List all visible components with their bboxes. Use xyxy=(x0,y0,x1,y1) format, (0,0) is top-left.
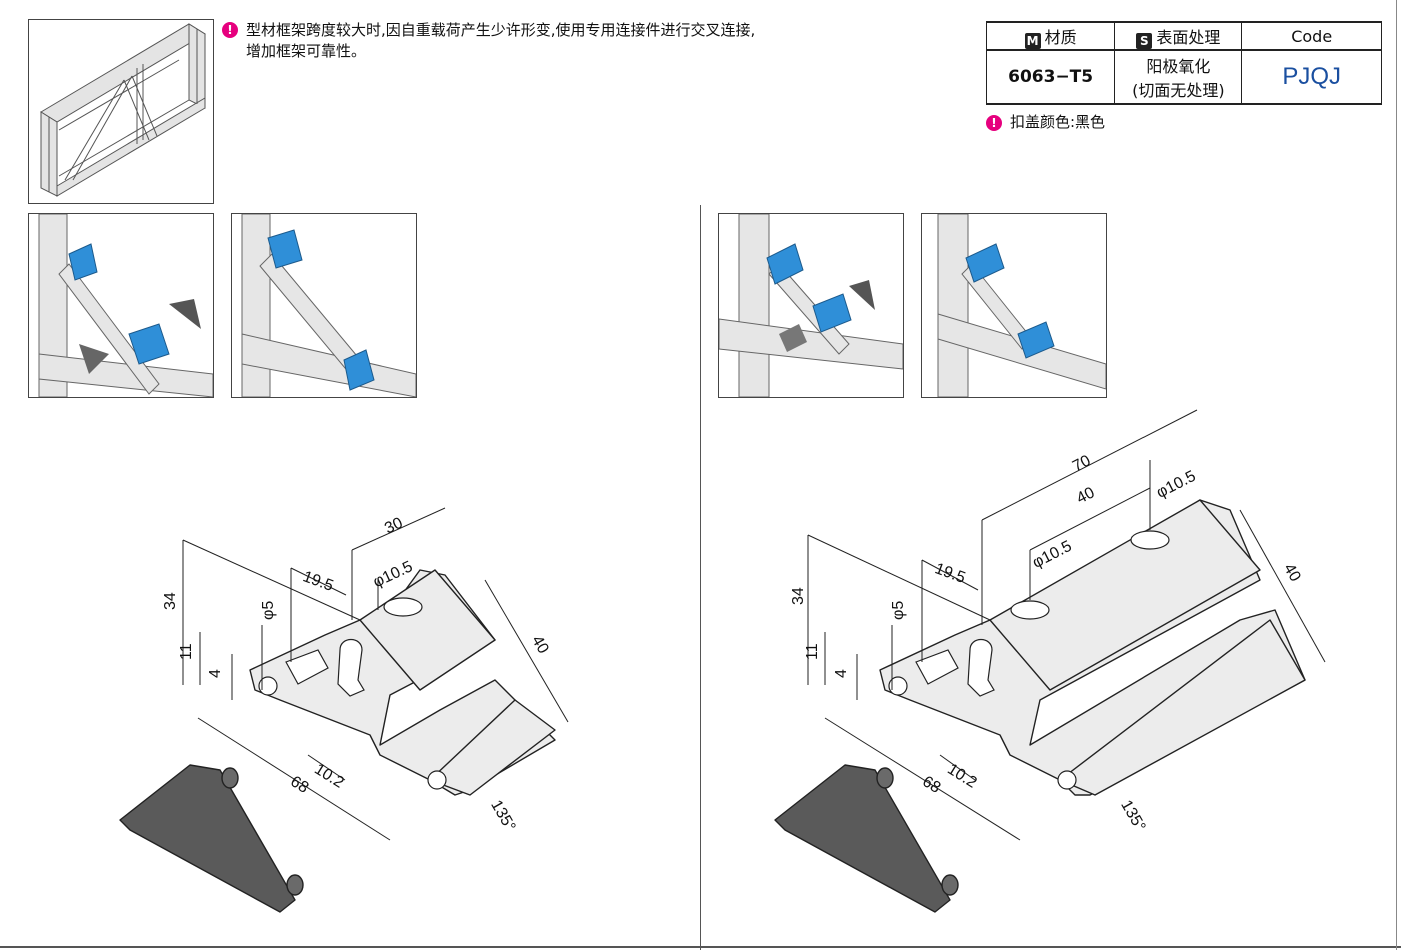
dim-34: 34 xyxy=(790,587,807,605)
material-badge-icon: M xyxy=(1024,32,1041,49)
code-header: Code xyxy=(1241,21,1382,51)
dim-phi10-5-a: φ10.5 xyxy=(1030,538,1075,572)
info-icon: ! xyxy=(986,115,1002,131)
dim-34: 34 xyxy=(162,592,179,610)
assembly-image-1 xyxy=(28,213,214,398)
dim-68: 68 xyxy=(919,773,943,797)
dim-10-2: 10.2 xyxy=(944,761,980,792)
dim-4: 4 xyxy=(833,669,850,678)
main-note-line2: 增加框架可靠性。 xyxy=(246,42,367,60)
dim-68: 68 xyxy=(287,773,311,797)
main-note: 型材框架跨度较大时,因自重载荷产生少许形变,使用专用连接件进行交叉连接, 增加框… xyxy=(246,20,946,62)
dim-135: 135° xyxy=(1117,797,1148,834)
dim-40: 40 xyxy=(1074,484,1098,507)
surface-badge-icon: S xyxy=(1136,32,1153,49)
dim-11: 11 xyxy=(178,643,195,660)
dim-40-depth: 40 xyxy=(1280,561,1304,585)
frame-overview-image xyxy=(28,19,214,204)
bottom-border xyxy=(0,946,1401,948)
drawing-left: 34 11 4 φ5 19.5 30 φ10.5 40 68 10.2 135° xyxy=(119,507,569,913)
dim-40: 40 xyxy=(528,633,552,657)
assembly-image-3 xyxy=(718,213,904,398)
material-value: 6063−T5 xyxy=(985,50,1116,105)
dim-4: 4 xyxy=(207,669,224,678)
dim-10-2: 10.2 xyxy=(311,761,347,792)
code-value: PJQJ xyxy=(1241,50,1382,105)
assembly-image-4 xyxy=(921,213,1107,398)
surface-value-line1: 阳极氧化 xyxy=(1146,57,1211,76)
surface-value: 阳极氧化 (切面无处理) xyxy=(1114,50,1243,105)
dim-70: 70 xyxy=(1070,452,1094,475)
dim-phi10-5-b: φ10.5 xyxy=(1154,468,1199,502)
surface-value-line2: (切面无处理) xyxy=(1132,81,1225,100)
right-border xyxy=(1396,0,1397,950)
material-header-label: 材质 xyxy=(1044,27,1077,47)
surface-header-label: 表面处理 xyxy=(1156,27,1221,47)
dim-11: 11 xyxy=(804,643,821,660)
info-icon: ! xyxy=(222,22,238,38)
panel-divider xyxy=(700,205,701,950)
main-note-line1: 型材框架跨度较大时,因自重载荷产生少许形变,使用专用连接件进行交叉连接, xyxy=(246,21,756,39)
drawing-right: 34 11 4 φ5 19.5 70 40 φ10.5 φ10.5 40 68 … xyxy=(774,409,1326,913)
dim-135: 135° xyxy=(487,797,518,834)
dim-phi5: φ5 xyxy=(890,601,907,620)
dim-30: 30 xyxy=(382,515,405,538)
dim-phi5: φ5 xyxy=(260,601,277,620)
assembly-image-2 xyxy=(231,213,417,398)
cover-note: 扣盖颜色:黑色 xyxy=(1010,113,1106,131)
dim-19-5: 19.5 xyxy=(932,560,967,587)
dim-19-5: 19.5 xyxy=(300,568,335,595)
